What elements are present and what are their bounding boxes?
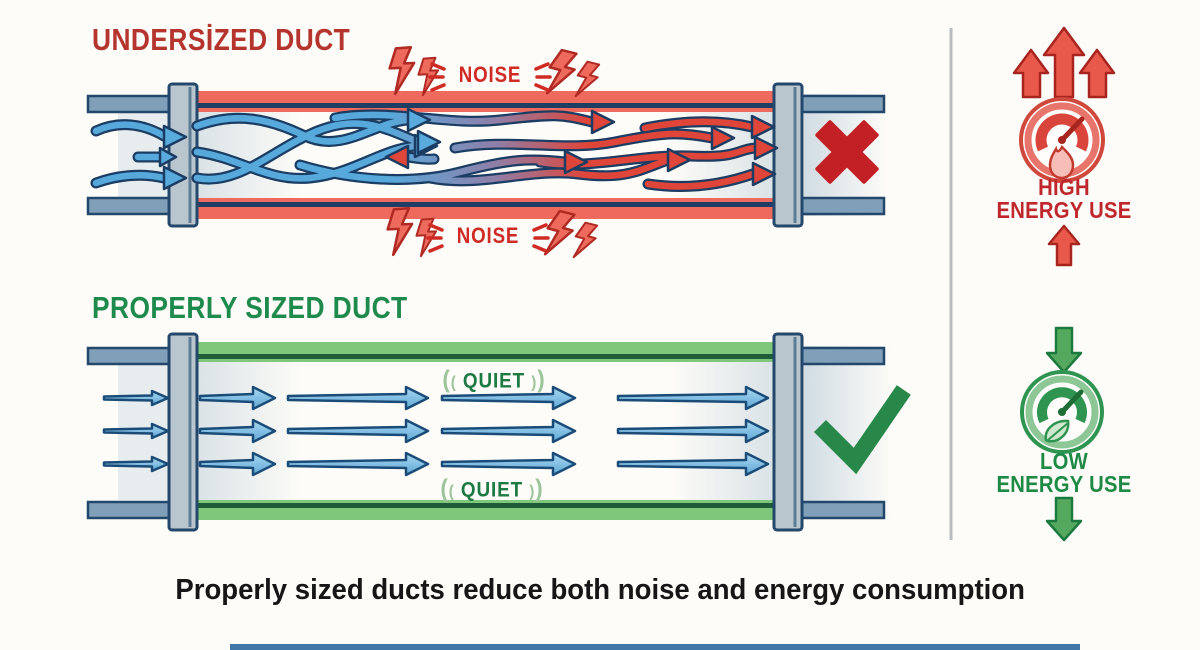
properly-sized-duct-title: PROPERLY SIZED DUCT <box>92 290 408 325</box>
quiet-text: QUIET <box>462 369 526 393</box>
down-arrow-icon <box>1045 326 1083 374</box>
duct-flanges <box>167 332 804 532</box>
turbulent-airflow-arrows <box>90 107 779 192</box>
properly-sized-duct <box>86 332 911 532</box>
undersized-duct <box>86 46 888 260</box>
quiet-label-bottom: (( QUIET )) <box>440 475 543 504</box>
down-arrow-bottom-icon <box>1045 496 1083 542</box>
gauge-flame-icon <box>1019 97 1105 183</box>
quiet-paren: ) <box>537 365 546 394</box>
duct-pipes <box>86 346 886 520</box>
low-energy-line2: ENERGY USE <box>996 471 1132 497</box>
up-arrow-icon <box>1047 224 1081 267</box>
high-energy-line2: ENERGY USE <box>996 197 1132 223</box>
x-mark-icon <box>815 120 879 184</box>
high-energy-line1: HIGH <box>1038 174 1090 200</box>
undersized-duct-walls <box>183 91 792 219</box>
properly-duct-walls <box>183 342 792 520</box>
check-mark-icon <box>813 385 911 475</box>
caption-text: Properly sized ducts reduce both noise a… <box>175 574 1025 606</box>
gauge-leaf-icon <box>1020 370 1104 454</box>
quiet-paren: ) <box>535 474 544 503</box>
quiet-paren: ) <box>529 481 536 501</box>
low-energy-indicator <box>1020 326 1104 542</box>
quiet-paren: ( <box>448 481 455 501</box>
quiet-paren: ) <box>531 372 538 392</box>
low-energy-line1: LOW <box>1039 448 1089 474</box>
caption: Properly sized ducts reduce both noise a… <box>0 574 1200 607</box>
quiet-text: QUIET <box>460 478 524 502</box>
bottom-accent-bar <box>230 644 1080 650</box>
noise-label-bottom: NOISE <box>456 223 520 248</box>
noise-label-top: NOISE <box>458 62 522 87</box>
triple-up-arrow-icon <box>1012 26 1116 99</box>
low-energy-label: LOW ENERGY USE <box>997 450 1132 496</box>
quiet-paren: ( <box>450 372 457 392</box>
smooth-airflow-arrows <box>102 385 770 477</box>
high-energy-label: HIGH ENERGY USE <box>997 176 1132 222</box>
high-energy-indicator <box>1012 26 1116 267</box>
quiet-paren: ( <box>442 365 451 394</box>
undersized-duct-title: UNDERSİZED DUCT <box>92 22 351 57</box>
quiet-paren: ( <box>440 474 449 503</box>
quiet-label-top: (( QUIET )) <box>442 366 545 395</box>
